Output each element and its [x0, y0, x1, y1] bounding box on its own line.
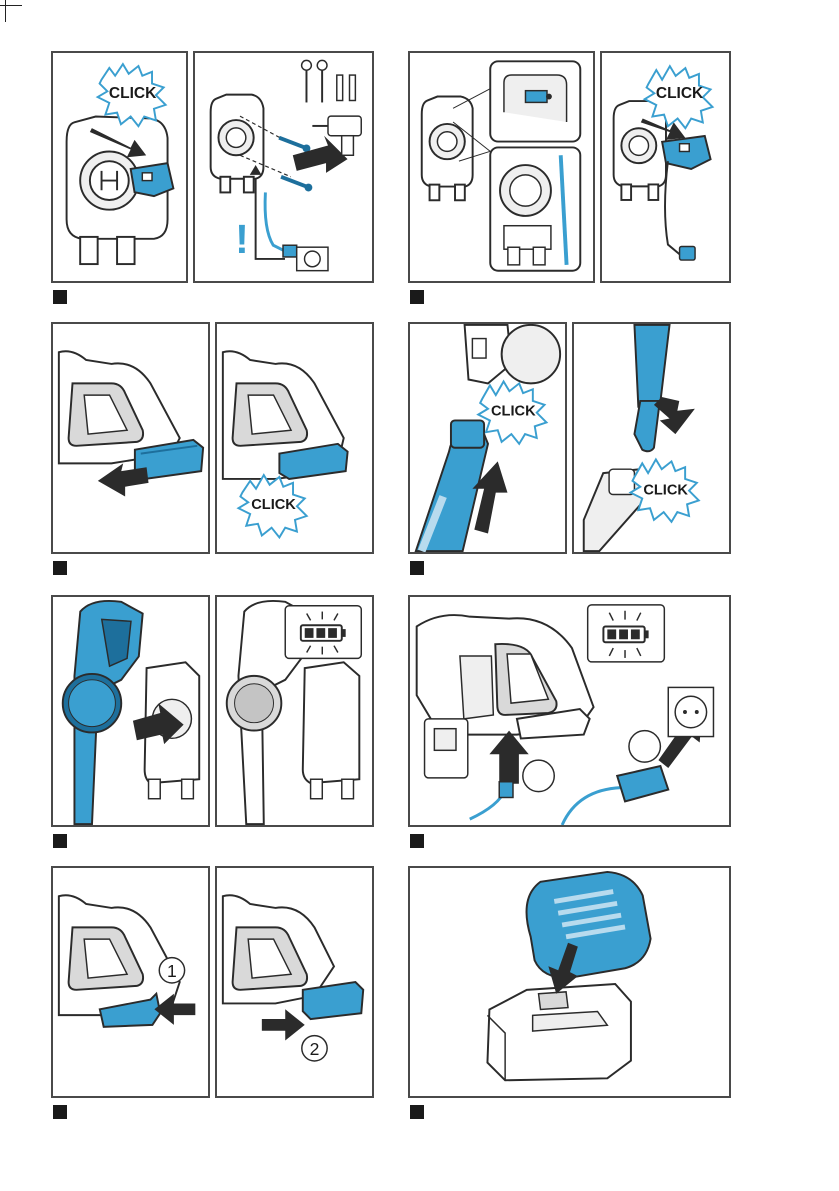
wall-socket-icon [668, 687, 713, 736]
panel-mount-cable-click: CLICK [600, 51, 731, 283]
panel-battery-release-press: 1 [51, 866, 210, 1098]
step-marker [53, 561, 67, 575]
step-marker [53, 1105, 67, 1119]
panel-charging-adapter [408, 595, 731, 827]
panel-battery-release-remove: 2 [215, 866, 374, 1098]
crop-mark [0, 5, 22, 6]
step-marker [53, 834, 67, 848]
battery-blinking-icon [285, 606, 361, 659]
panel-wall-mount-click: CLICK [51, 51, 188, 283]
step-marker [410, 561, 424, 575]
step-number: 2 [310, 1039, 320, 1059]
panel-vacuum-on-mount [51, 595, 210, 827]
click-label: CLICK [656, 85, 704, 102]
battery-blinking-icon [588, 605, 665, 662]
click-label: CLICK [251, 497, 296, 513]
panel-vacuum-charging-indicator [215, 595, 374, 827]
panel-battery-insert [51, 322, 210, 554]
screws-and-plugs-icon [302, 60, 356, 102]
click-label: CLICK [109, 85, 157, 102]
panel-battery-click: CLICK [215, 322, 374, 554]
panel-tube-attach: CLICK [408, 322, 567, 554]
crop-mark [5, 0, 6, 22]
panel-mount-detail [408, 51, 595, 283]
step-marker [53, 290, 67, 304]
warning-mark: ! [235, 216, 249, 262]
step-marker [410, 834, 424, 848]
wall-socket-icon [297, 247, 328, 270]
click-label: CLICK [643, 483, 688, 499]
step-marker [410, 1105, 424, 1119]
step-number: 1 [167, 961, 177, 981]
click-label: CLICK [491, 404, 536, 420]
step-marker [410, 290, 424, 304]
panel-wall-mount-screws: ! [193, 51, 374, 283]
panel-battery-charger [408, 866, 731, 1098]
panel-nozzle-attach: CLICK [572, 322, 731, 554]
